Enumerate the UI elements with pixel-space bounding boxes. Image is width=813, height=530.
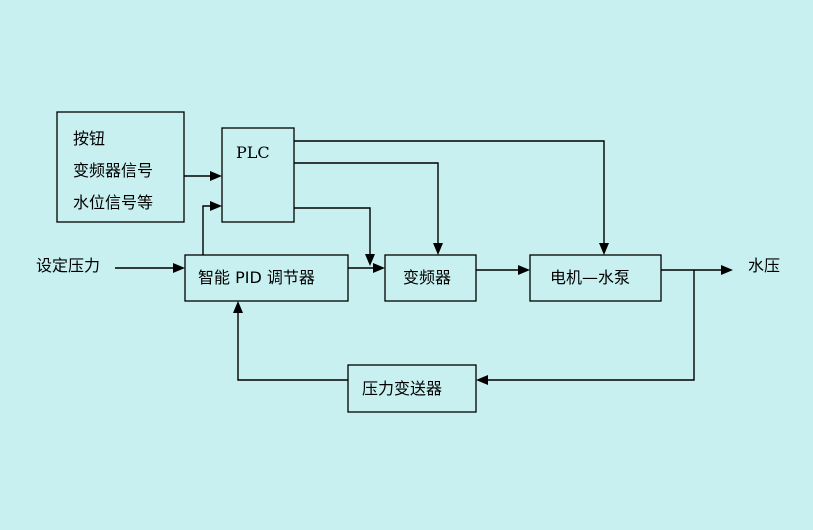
arrowhead-motor-in [518,265,530,275]
arrowhead-vfd-top-a [365,254,375,266]
motor-pump-label: 电机—水泵 [550,268,630,287]
arrowhead-motor-top [599,243,609,255]
arrowhead-plc-in-2 [210,201,222,211]
plc-block: PLC [221,127,295,223]
pressure-transmitter-block: 压力变送器 [347,364,477,413]
vfd-label: 变频器 [403,268,451,287]
wire-plc-to-motor [294,140,605,245]
motor-pump-block: 电机—水泵 [529,254,662,302]
arrowhead-vfd-top-b [433,243,443,255]
wire-pid-to-plc [202,205,212,255]
arrowhead-vfd-in [373,263,385,273]
input-signals-block: 按钮 变频器信号 水位信号等 [56,111,185,223]
arrowhead-plc-in-1 [210,171,222,181]
plc-label: PLC [236,143,270,162]
input-signal-water-level: 水位信号等 [73,193,153,212]
wire-plc-to-vfd-b [294,162,439,245]
arrowhead-pid-bottom [233,301,243,313]
pid-controller-block: 智能 PID 调节器 [184,254,349,302]
input-signal-buttons: 按钮 [73,129,105,148]
signal-wires [115,140,733,385]
input-signal-vfd: 变频器信号 [73,161,153,180]
setpoint-label: 设定压力 [36,256,100,275]
vfd-block: 变频器 [384,254,477,302]
pid-controller-label: 智能 PID 调节器 [198,268,315,287]
arrowhead-output [721,265,733,275]
wire-feedback-to-transmitter [486,270,695,381]
arrowhead-transmitter-in [476,375,488,385]
arrowhead-pid-in [173,263,185,273]
wire-transmitter-to-pid [237,311,348,381]
pressure-transmitter-label: 压力变送器 [362,379,442,398]
output-pressure-label: 水压 [748,256,780,275]
wire-plc-to-vfd-a [294,207,371,256]
